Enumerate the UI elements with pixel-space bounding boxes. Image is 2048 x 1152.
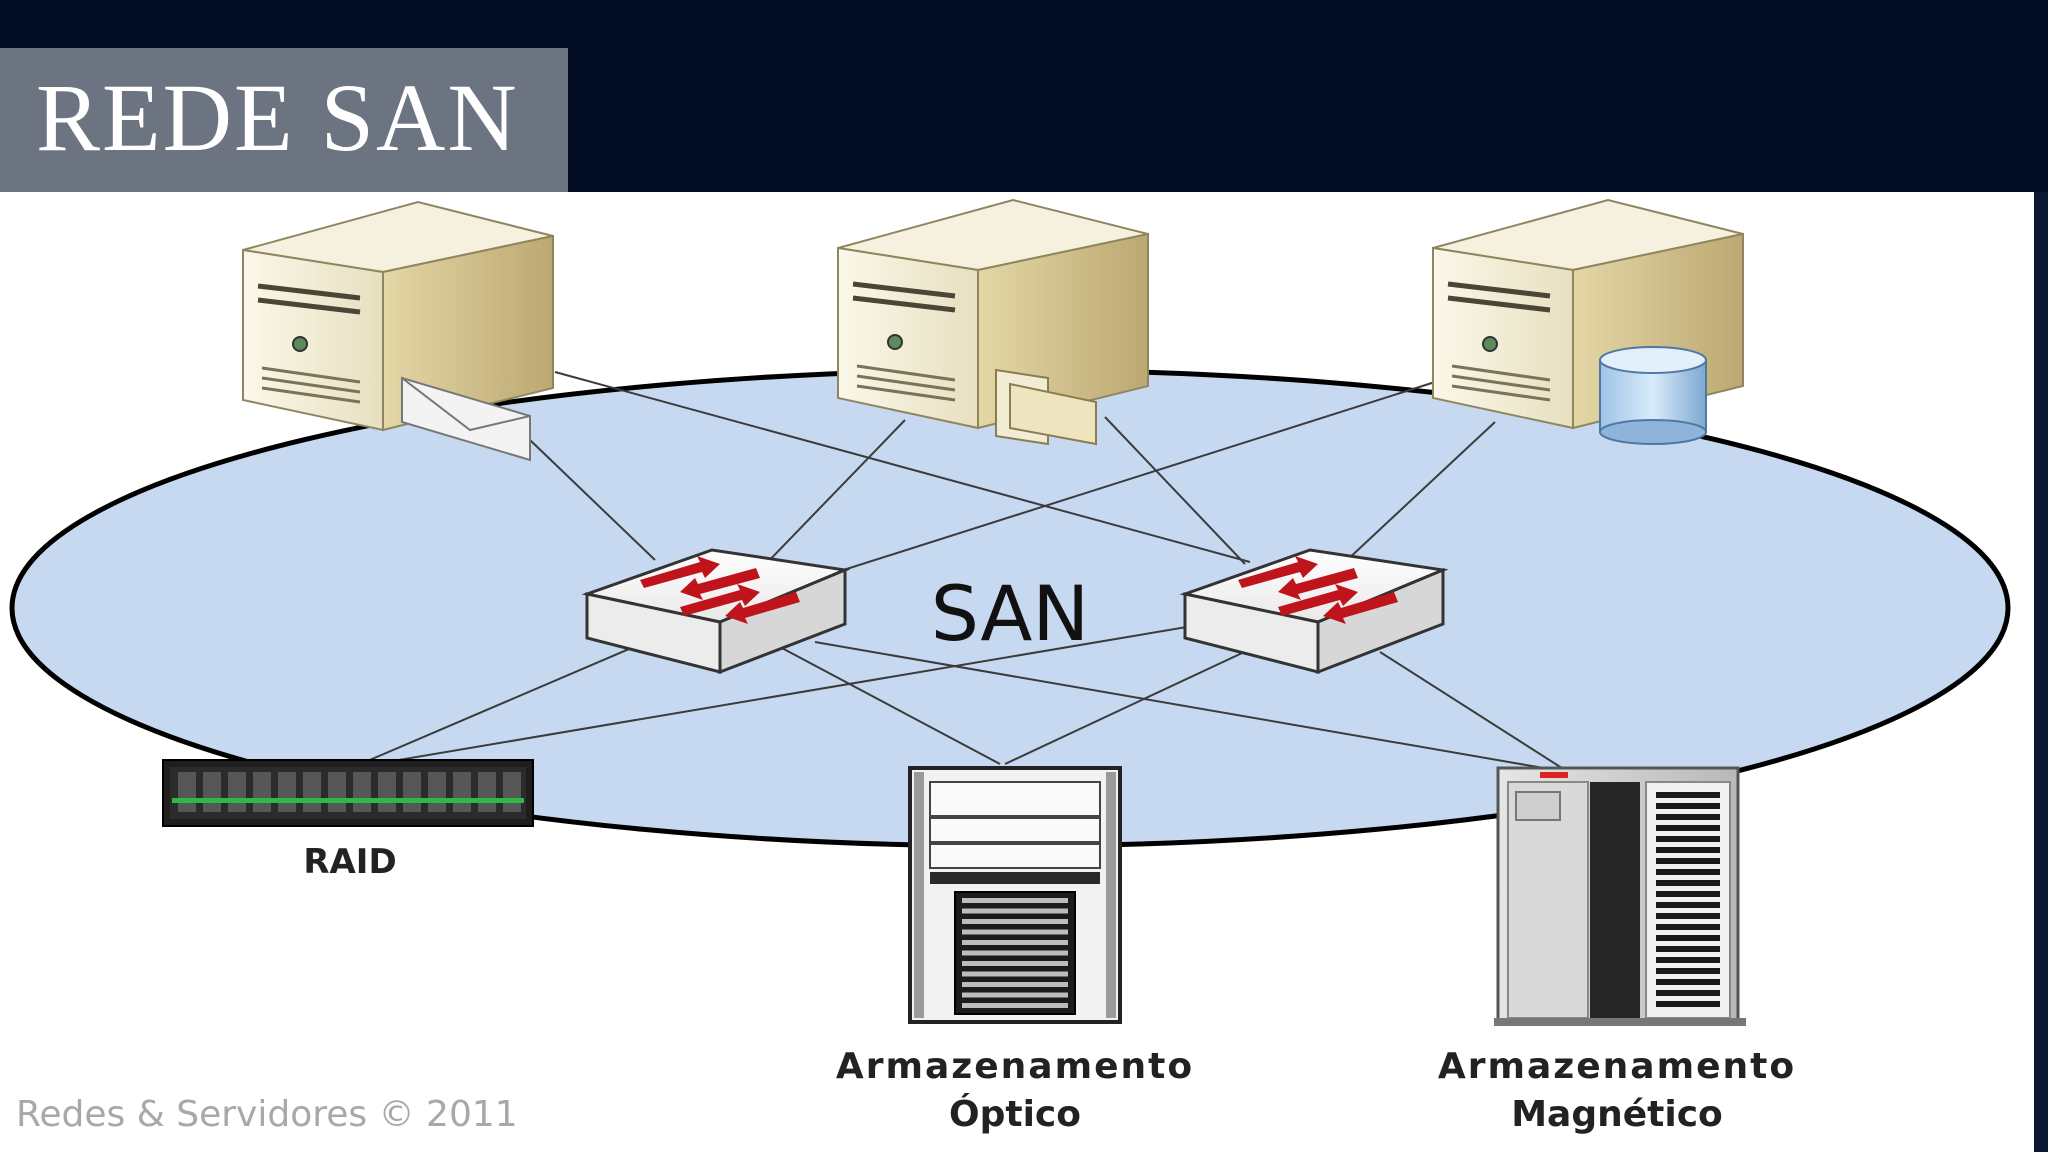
raidSlots-slot — [503, 772, 521, 812]
connection-lines — [364, 371, 1566, 771]
magSlots-slot — [1656, 825, 1720, 831]
switch-arrows-icon — [640, 556, 800, 624]
switch-right — [1179, 548, 1449, 675]
magSlots-slot — [1656, 858, 1720, 864]
raidSlots-slot — [428, 772, 446, 812]
optical-label-line1: Armazenamento — [836, 1046, 1194, 1087]
magSlots-slot — [1656, 792, 1720, 798]
opticalSlots-slot — [962, 898, 1068, 903]
raidSlots-slot — [253, 772, 271, 812]
credit-text: Redes & Servidores © 2011 — [16, 1094, 518, 1135]
database-icon — [1599, 346, 1707, 445]
switch-left — [581, 548, 851, 675]
raidSlots-slot — [478, 772, 496, 812]
raidSlots-slot — [403, 772, 421, 812]
magSlots-slot — [1656, 847, 1720, 853]
magSlots-slot — [1656, 924, 1720, 930]
magSlots-slot — [1656, 946, 1720, 952]
san-label: SAN — [931, 569, 1090, 658]
magSlots-slot — [1656, 803, 1720, 809]
raidSlots-slot — [178, 772, 196, 812]
magSlots-slot — [1656, 968, 1720, 974]
opticalSlots-slot — [962, 1003, 1068, 1008]
magSlots-slot — [1656, 1001, 1720, 1007]
raidSlots-slot — [353, 772, 371, 812]
opticalSlots-slot — [962, 982, 1068, 987]
raidSlots-slot — [378, 772, 396, 812]
raidSlots-slot — [228, 772, 246, 812]
magSlots-slot — [1656, 836, 1720, 842]
optical-storage — [908, 766, 1122, 1024]
opticalSlots-slot — [962, 961, 1068, 966]
magSlots-slot — [1656, 880, 1720, 886]
raidSlots-slot — [203, 772, 221, 812]
envelope-icon — [401, 376, 531, 462]
server-database — [1432, 198, 1744, 445]
magnetic-label-line2: Magnético — [1511, 1094, 1723, 1135]
server-file — [837, 198, 1149, 446]
optical-label-line2: Óptico — [949, 1093, 1081, 1135]
opticalSlots-slot — [962, 992, 1068, 998]
raidSlots-slot — [328, 772, 346, 812]
opticalSlots-slot — [962, 940, 1068, 945]
magnetic-label-line1: Armazenamento — [1438, 1046, 1796, 1087]
magSlots-slot — [1656, 913, 1720, 919]
raidSlots-slot — [453, 772, 471, 812]
magSlots-slot — [1656, 957, 1720, 963]
raid-array — [162, 759, 534, 827]
server-mail — [242, 200, 554, 462]
opticalSlots-slot — [962, 950, 1068, 956]
opticalSlots-slot — [962, 971, 1068, 977]
san-diagram: SAN RAID — [9, 198, 2011, 1135]
magnetic-storage — [1494, 766, 1746, 1026]
raidSlots-slot — [278, 772, 296, 812]
diagram-canvas: SAN RAID — [0, 192, 2034, 1152]
opticalSlots-slot — [962, 919, 1068, 924]
magSlots-slot — [1656, 935, 1720, 941]
title-box — [0, 48, 568, 192]
magSlots-slot — [1656, 814, 1720, 820]
magSlots-slot — [1656, 979, 1720, 985]
opticalSlots-slot — [962, 908, 1068, 914]
opticalSlots-slot — [962, 929, 1068, 935]
raidSlots-slot — [303, 772, 321, 812]
magSlots-slot — [1656, 902, 1720, 908]
document-icon — [995, 368, 1097, 446]
right-edge-strip — [2034, 192, 2048, 1152]
magSlots-slot — [1656, 869, 1720, 875]
magSlots-slot — [1656, 990, 1720, 996]
raid-label: RAID — [303, 842, 396, 882]
switch-arrows-icon — [1238, 556, 1398, 624]
slide-title: REDE SAN — [36, 64, 519, 171]
magSlots-slot — [1656, 891, 1720, 897]
